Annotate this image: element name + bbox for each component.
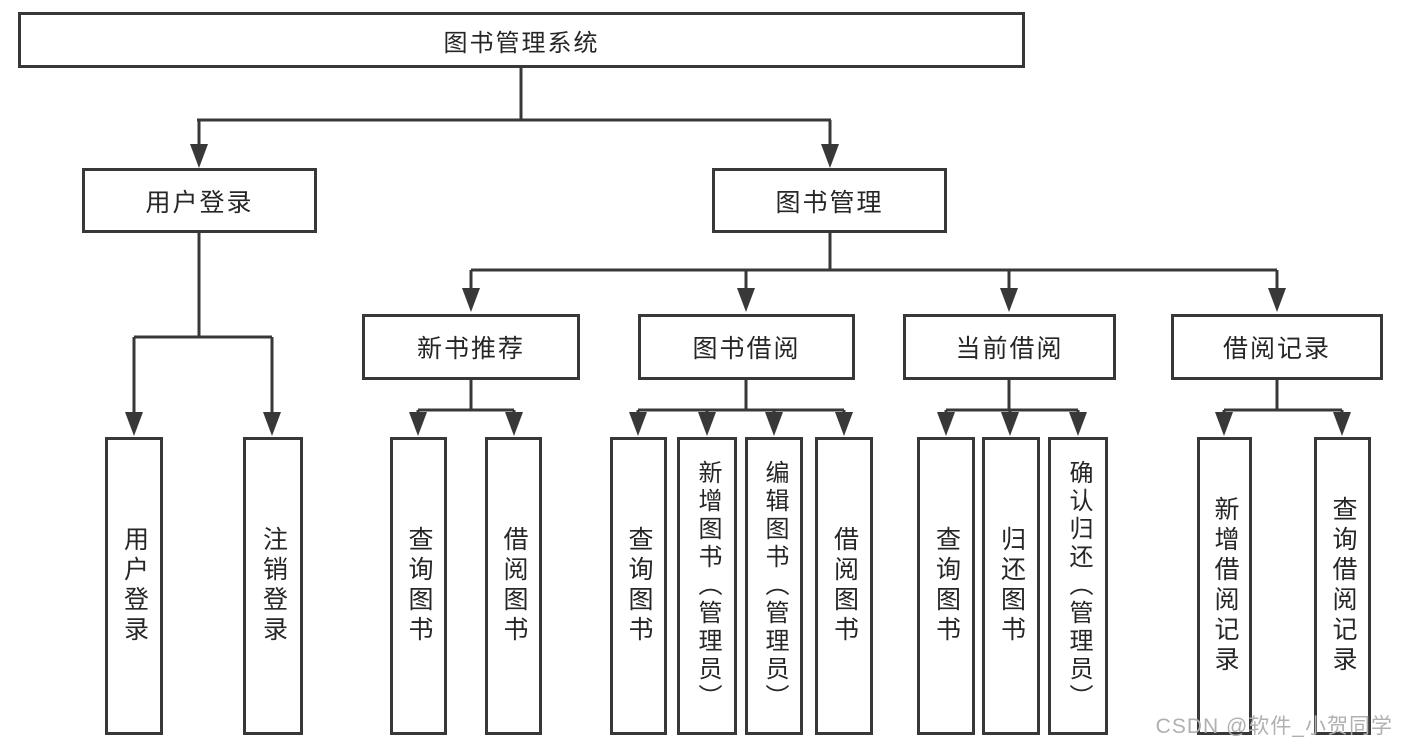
node-borrow-records: 借阅记录 — [1171, 314, 1383, 380]
node-label: 图书管理 — [775, 188, 884, 217]
leaf-query-books-borrow: 查询图书 — [610, 437, 667, 735]
leaf-borrow-books-recommend: 借阅图书 — [485, 437, 542, 735]
node-new-book-recommend: 新书推荐 — [362, 314, 580, 380]
node-label: 借阅记录 — [1222, 335, 1331, 363]
node-current-borrow: 当前借阅 — [903, 314, 1116, 380]
node-label: 新增借阅记录 — [1211, 496, 1239, 676]
node-label: 确认归还（管理员） — [1065, 460, 1092, 712]
node-label: 图书管理系统 — [443, 29, 600, 57]
leaf-borrow-books: 借阅图书 — [815, 437, 873, 735]
node-book-borrow: 图书借阅 — [638, 314, 855, 380]
leaf-add-borrow-record: 新增借阅记录 — [1197, 437, 1252, 735]
node-label: 图书借阅 — [692, 335, 801, 363]
leaf-query-borrow-record: 查询借阅记录 — [1314, 437, 1371, 735]
node-label: 查询图书 — [405, 526, 433, 646]
leaf-query-books-current: 查询图书 — [917, 437, 975, 735]
node-label: 当前借阅 — [955, 335, 1064, 363]
csdn-watermark: CSDN @软件_小贺同学 — [1155, 715, 1393, 738]
node-book-management-branch: 图书管理 — [712, 168, 947, 233]
node-label: 新增图书（管理员） — [694, 460, 721, 712]
leaf-user-login: 用户登录 — [105, 437, 163, 735]
leaf-confirm-return-admin: 确认归还（管理员） — [1048, 437, 1108, 735]
node-label: 查询图书 — [932, 526, 961, 646]
node-label: 查询图书 — [625, 526, 653, 646]
leaf-edit-books-admin: 编辑图书（管理员） — [745, 437, 803, 735]
leaf-return-books: 归还图书 — [982, 437, 1040, 735]
node-user-login-branch: 用户登录 — [82, 168, 317, 233]
node-label: 注销登录 — [259, 526, 288, 646]
node-label: 借阅图书 — [830, 526, 859, 646]
leaf-query-books-recommend: 查询图书 — [390, 437, 447, 735]
leaf-logout: 注销登录 — [243, 437, 303, 735]
node-label: 用户登录 — [120, 526, 149, 646]
node-label: 借阅图书 — [500, 526, 528, 646]
node-root-system: 图书管理系统 — [18, 12, 1025, 68]
node-label: 用户登录 — [145, 188, 254, 217]
leaf-add-books-admin: 新增图书（管理员） — [677, 437, 737, 735]
node-label: 归还图书 — [997, 526, 1026, 646]
node-label: 新书推荐 — [416, 335, 525, 363]
node-label: 编辑图书（管理员） — [761, 460, 788, 712]
node-label: 查询借阅记录 — [1329, 496, 1357, 676]
